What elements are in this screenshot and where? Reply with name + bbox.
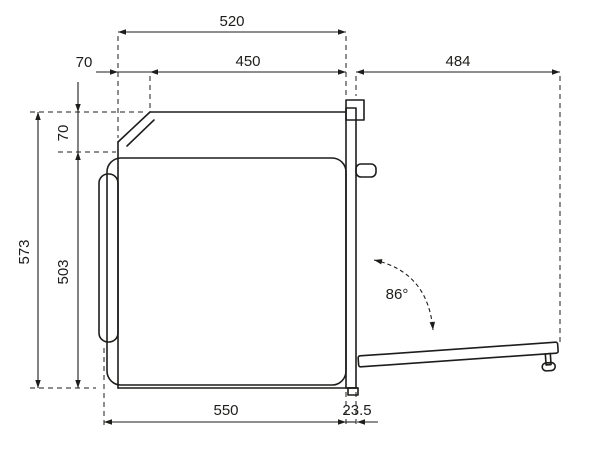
dim-70h-label: 70 — [76, 54, 93, 71]
dim-503-label: 503 — [55, 259, 72, 284]
back-bulge-outline — [98, 173, 119, 343]
construction-lines — [30, 36, 561, 428]
cabinet-chamfer-inner-line — [126, 119, 155, 147]
dim-70v-label: 70 — [55, 125, 72, 142]
hinge-bracket — [347, 387, 359, 396]
front-frame — [345, 107, 357, 389]
door-handle-stem — [544, 352, 552, 366]
oven-cavity-outline — [106, 157, 347, 386]
dimension-labels: 520 70 450 484 573 70 503 550 23.5 86° — [16, 13, 471, 419]
dim-573-label: 573 — [16, 239, 33, 264]
dim-angle-arc — [373, 259, 436, 331]
dim-angle-label: 86° — [386, 286, 409, 303]
dim-484-label: 484 — [445, 53, 470, 70]
oven-body — [98, 99, 377, 396]
dim-450-label: 450 — [235, 53, 260, 70]
door-handle-foot — [541, 361, 557, 372]
control-panel-cap — [345, 99, 365, 121]
door-panel — [357, 341, 559, 368]
oven-door-open — [357, 341, 559, 372]
dim-520-label: 520 — [219, 13, 244, 30]
dimension-lines — [35, 29, 560, 425]
dim-23-5-label: 23.5 — [342, 402, 371, 419]
dim-550-label: 550 — [213, 402, 238, 419]
control-knob — [355, 163, 377, 178]
cabinet-chamfer-line — [117, 111, 151, 143]
